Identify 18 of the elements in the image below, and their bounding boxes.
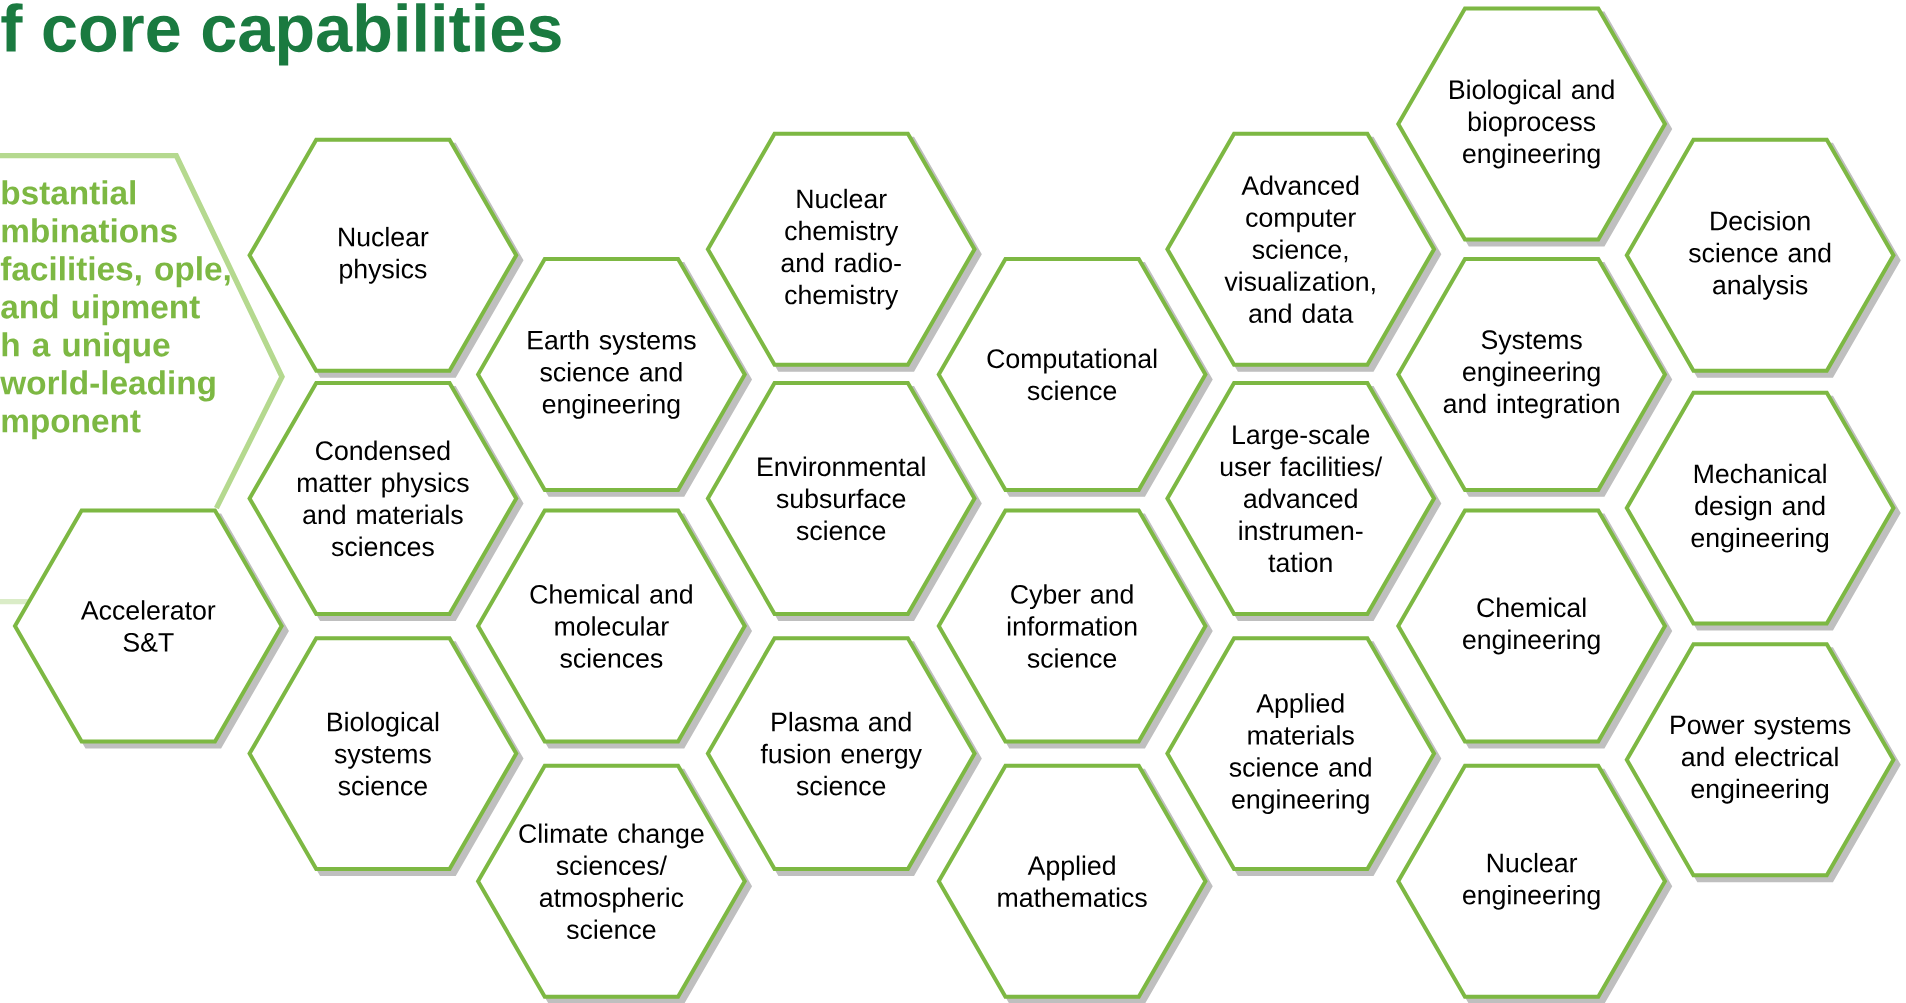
hexagon-box: Decision science and analysis: [1624, 137, 1901, 378]
hexagon-box: Plasma and fusion energy science: [705, 636, 982, 877]
hexagon-box: Applied materials science and engineering: [1165, 636, 1442, 877]
hexagon-box: Power systems and electrical engineering: [1624, 642, 1901, 883]
node-label: Mechanical design and engineering: [1691, 463, 1829, 553]
node-label: Decision science and analysis: [1688, 210, 1831, 300]
heading: f core capabilities: [1, 3, 561, 66]
hexagon-box: Nuclear physics: [247, 137, 524, 378]
hexagon-box: Advanced computer science, visualization, and data: [1165, 131, 1442, 372]
hexagon-box: Nuclear chemistry and radio- chemistry: [705, 131, 982, 372]
hexagon-box: Accelerator S&T: [12, 508, 289, 749]
hexagon-box: Applied mathematics: [936, 763, 1213, 1003]
hexagon-box: Large-scale user facilities/ advanced instrumen- tation: [1165, 380, 1442, 621]
hexagon-box: Environmental subsurface science: [705, 380, 982, 621]
hexagon-box: Mechanical design and engineering: [1624, 390, 1901, 631]
hexagon-box: Cyber and information science: [936, 508, 1213, 749]
hexagon-box: Condensed matter physics and materials sciences: [247, 380, 524, 621]
hexagon-box: Computational science: [936, 256, 1213, 497]
